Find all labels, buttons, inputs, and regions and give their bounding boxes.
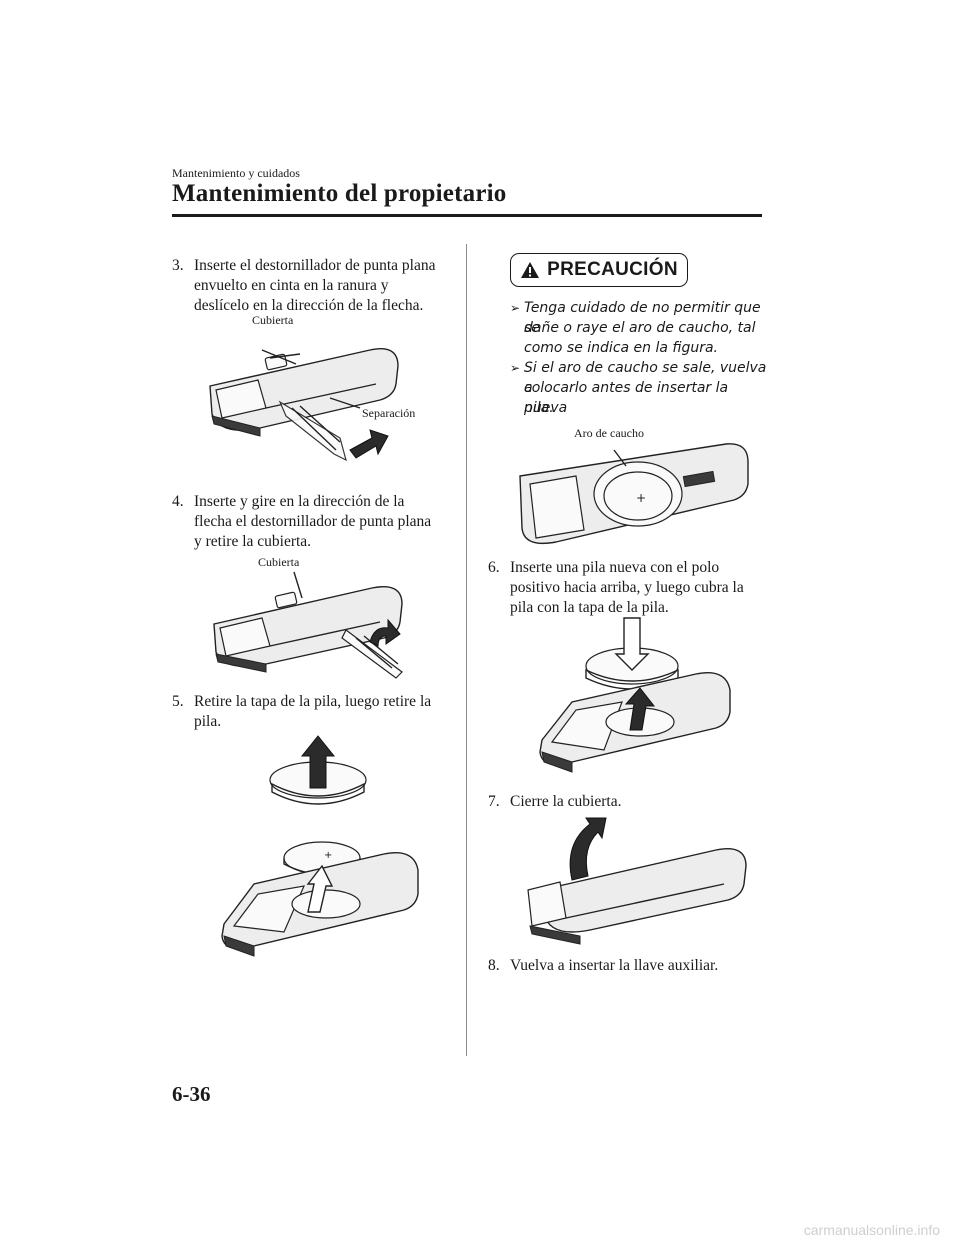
step-4: 4. Inserte y gire en la dirección de la … bbox=[172, 492, 462, 554]
step-line: flecha el destornillador de punta plana bbox=[194, 513, 432, 530]
step-line: y retire la cubierta. bbox=[194, 533, 312, 550]
section-heading: Mantenimiento y cuidados bbox=[172, 166, 300, 180]
cover-label: Cubierta bbox=[258, 555, 300, 569]
step-line: Inserte el destornillador de punta plana bbox=[194, 257, 436, 274]
step-line: Vuelva a insertar la llave auxiliar. bbox=[510, 957, 719, 974]
figure-rubber-ring: + bbox=[519, 443, 749, 545]
figure-remove-battery: + bbox=[221, 735, 419, 957]
bullet-line: colocarlo antes de insertar la nueva bbox=[524, 380, 729, 416]
svg-text:+: + bbox=[636, 491, 646, 505]
step-5: 5. Retire la tapa de la pila, luego reti… bbox=[172, 692, 462, 734]
step-3: 3. Inserte el destornillador de punta pl… bbox=[172, 256, 462, 318]
column-divider bbox=[466, 244, 467, 1056]
warning-triangle-icon bbox=[521, 262, 540, 278]
gap-label: Separación bbox=[362, 406, 416, 420]
bullet-line: Si el aro de caucho se sale, vuelva a bbox=[524, 360, 767, 396]
bullet-line: dañe o raye el aro de caucho, tal bbox=[524, 320, 756, 336]
step-number: 5. bbox=[172, 693, 184, 710]
bullet-arrow-icon: ➢ bbox=[510, 301, 521, 315]
footer-watermark: carmanualsonline.info bbox=[803, 1222, 940, 1238]
bullet-line: como se indica en la figura. bbox=[524, 340, 718, 356]
figure-twist-screwdriver bbox=[213, 571, 403, 679]
title-rule bbox=[172, 214, 762, 217]
step-line: Retire la tapa de la pila, luego retire … bbox=[194, 693, 432, 710]
figure-insert-battery bbox=[539, 617, 731, 773]
caution-box: PRECAUCIÓN bbox=[510, 253, 688, 287]
step-line: deslícelo en la dirección de la flecha. bbox=[194, 297, 424, 314]
svg-text:+: + bbox=[324, 850, 332, 861]
step-number: 3. bbox=[172, 257, 184, 274]
step-line: positivo hacia arriba, y luego cubra la bbox=[510, 579, 744, 596]
rubber-ring-label: Aro de caucho bbox=[574, 426, 644, 440]
page-number: 6-36 bbox=[172, 1082, 211, 1106]
cover-label: Cubierta bbox=[252, 313, 294, 327]
step-line: pila. bbox=[194, 713, 222, 730]
step-7: 7. Cierre la cubierta. bbox=[488, 792, 778, 814]
step-line: Inserte y gire en la dirección de la bbox=[194, 493, 405, 510]
caution-title: PRECAUCIÓN bbox=[547, 259, 678, 280]
caution-bullet: ➢ Tenga cuidado de no permitir que se da… bbox=[510, 298, 780, 358]
page-title: Mantenimiento del propietario bbox=[172, 180, 507, 207]
caution-bullet: ➢ Si el aro de caucho se sale, vuelva a … bbox=[510, 358, 780, 418]
step-number: 8. bbox=[488, 957, 500, 974]
step-6: 6. Inserte una pila nueva con el polo po… bbox=[488, 558, 778, 620]
bullet-line: Tenga cuidado de no permitir que se bbox=[524, 300, 761, 336]
arrow-right-icon bbox=[349, 429, 389, 459]
step-8: 8. Vuelva a insertar la llave auxiliar. bbox=[488, 956, 778, 978]
bullet-line: pila. bbox=[524, 400, 554, 416]
step-number: 4. bbox=[172, 493, 184, 510]
step-number: 6. bbox=[488, 559, 500, 576]
figure-slide-screwdriver bbox=[209, 348, 399, 462]
step-number: 7. bbox=[488, 793, 500, 810]
step-line: Inserte una pila nueva con el polo bbox=[510, 559, 720, 576]
step-line: pila con la tapa de la pila. bbox=[510, 599, 669, 616]
figure-close-cover bbox=[527, 817, 747, 945]
bullet-arrow-icon: ➢ bbox=[510, 361, 521, 375]
step-line: envuelto en cinta en la ranura y bbox=[194, 277, 389, 294]
step-line: Cierre la cubierta. bbox=[510, 793, 622, 810]
